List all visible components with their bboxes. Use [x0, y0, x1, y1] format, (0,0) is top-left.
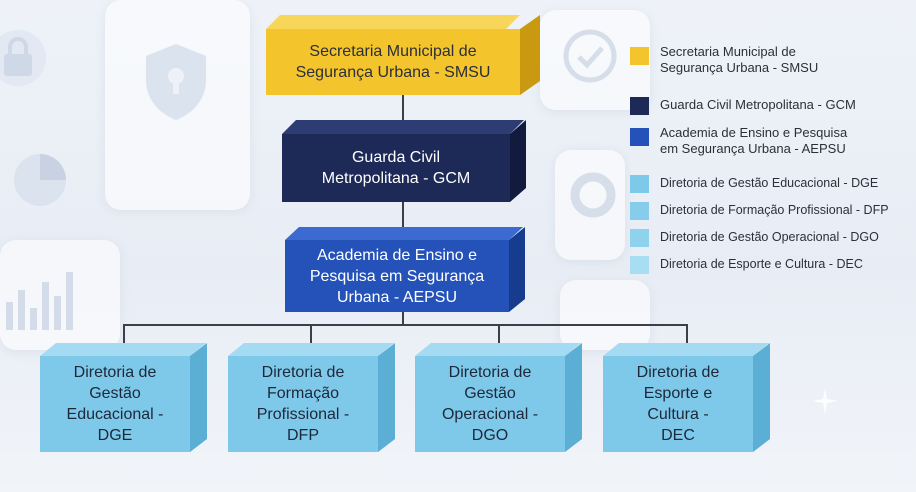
legend-swatch-smsu: [630, 47, 649, 65]
pie-chart-icon: [14, 154, 66, 206]
node-dec-top-face: [603, 343, 769, 356]
node-dfp-label: Diretoria de Formação Profissional - DFP: [256, 364, 350, 444]
legend-label-dec: Diretoria de Esporte e Cultura - DEC: [660, 257, 863, 271]
bar-chart-icon: [6, 272, 73, 330]
legend-swatch-gcm: [630, 97, 649, 115]
bg-card-left-mid: [0, 240, 120, 350]
node-dfp-top-face: [228, 343, 394, 356]
node-aepsu-side-face: [509, 227, 525, 312]
connector-gcm-aepsu: [402, 201, 404, 239]
connector-bus-dge: [123, 324, 125, 356]
node-smsu-top-face: [266, 15, 520, 29]
node-smsu-front: Secretaria Municipal de Segurança Urbana…: [266, 29, 520, 95]
legend-item-dgo: Diretoria de Gestão Operacional - DGO: [630, 226, 879, 247]
node-dge-top-face: [40, 343, 206, 356]
legend-swatch-aepsu: [630, 128, 649, 146]
node-smsu-side-face: [520, 15, 540, 95]
legend-label-dge: Diretoria de Gestão Educacional - DGE: [660, 176, 879, 190]
node-smsu: Secretaria Municipal de Segurança Urbana…: [266, 15, 540, 95]
node-dec-side-face: [753, 343, 770, 452]
node-dec: Diretoria de Esporte e Cultura - DEC: [603, 343, 770, 452]
node-dgo-top-face: [415, 343, 581, 356]
node-gcm-front: Guarda Civil Metropolitana - GCM: [282, 134, 510, 202]
legend-item-dge: Diretoria de Gestão Educacional - DGE: [630, 172, 878, 193]
node-smsu-label: Secretaria Municipal de Segurança Urbana…: [295, 43, 491, 81]
legend-item-gcm: Guarda Civil Metropolitana - GCM: [630, 94, 856, 115]
node-gcm-label: Guarda Civil Metropolitana - GCM: [321, 149, 471, 187]
node-dec-front: Diretoria de Esporte e Cultura - DEC: [603, 356, 753, 452]
node-aepsu-front: Academia de Ensino e Pesquisa em Seguran…: [285, 240, 509, 312]
node-gcm-side-face: [510, 120, 526, 202]
shield-keyhole-icon: [146, 44, 206, 120]
node-aepsu: Academia de Ensino e Pesquisa em Seguran…: [285, 227, 525, 312]
checkmark-circle-icon: [563, 29, 617, 83]
connector-bus-horizontal: [123, 324, 687, 326]
legend-label-aepsu: Academia de Ensino e Pesquisa em Seguran…: [660, 125, 848, 156]
node-dge-front: Diretoria de Gestão Educacional - DGE: [40, 356, 190, 452]
legend-item-aepsu: Academia de Ensino e Pesquisa em Seguran…: [630, 125, 847, 157]
bg-card-right-mid: [555, 150, 625, 260]
legend-item-smsu: Secretaria Municipal de Segurança Urbana…: [630, 44, 818, 76]
lock-icon: [0, 30, 46, 86]
node-gcm-top-face: [282, 120, 524, 134]
legend-item-dfp: Diretoria de Formação Profissional - DFP: [630, 199, 889, 220]
node-dfp-side-face: [378, 343, 395, 452]
donut-chart-icon: [570, 172, 616, 218]
legend-label-dfp: Diretoria de Formação Profissional - DFP: [660, 203, 889, 217]
legend-label-smsu: Secretaria Municipal de Segurança Urbana…: [660, 44, 819, 75]
legend-swatch-dfp: [630, 202, 649, 220]
connector-aepsu-bus: [402, 311, 404, 325]
node-dgo-front: Diretoria de Gestão Operacional - DGO: [415, 356, 565, 452]
connector-bus-dgo: [498, 324, 500, 356]
node-dge-label: Diretoria de Gestão Educacional - DGE: [66, 364, 164, 444]
sparkle-icon: [812, 388, 838, 414]
legend-swatch-dge: [630, 175, 649, 193]
node-dfp-front: Diretoria de Formação Profissional - DFP: [228, 356, 378, 452]
node-aepsu-top-face: [285, 227, 523, 240]
bg-card-left-top: [105, 0, 250, 210]
node-dge: Diretoria de Gestão Educacional - DGE: [40, 343, 207, 452]
node-dgo-label: Diretoria de Gestão Operacional - DGO: [441, 364, 539, 444]
connector-bus-dec: [686, 324, 688, 356]
node-dgo: Diretoria de Gestão Operacional - DGO: [415, 343, 582, 452]
legend-swatch-dec: [630, 256, 649, 274]
legend-label-dgo: Diretoria de Gestão Operacional - DGO: [660, 230, 879, 244]
node-dec-label: Diretoria de Esporte e Cultura - DEC: [636, 364, 720, 444]
node-gcm: Guarda Civil Metropolitana - GCM: [282, 120, 526, 202]
node-dgo-side-face: [565, 343, 582, 452]
legend-item-dec: Diretoria de Esporte e Cultura - DEC: [630, 253, 863, 274]
node-dfp: Diretoria de Formação Profissional - DFP: [228, 343, 395, 452]
legend-swatch-dgo: [630, 229, 649, 247]
bg-card-right-low: [560, 280, 650, 350]
connector-bus-dfp: [310, 324, 312, 356]
node-dge-side-face: [190, 343, 207, 452]
node-aepsu-label: Academia de Ensino e Pesquisa em Seguran…: [309, 246, 485, 306]
connector-smsu-gcm: [402, 94, 404, 134]
legend-label-gcm: Guarda Civil Metropolitana - GCM: [660, 97, 856, 112]
